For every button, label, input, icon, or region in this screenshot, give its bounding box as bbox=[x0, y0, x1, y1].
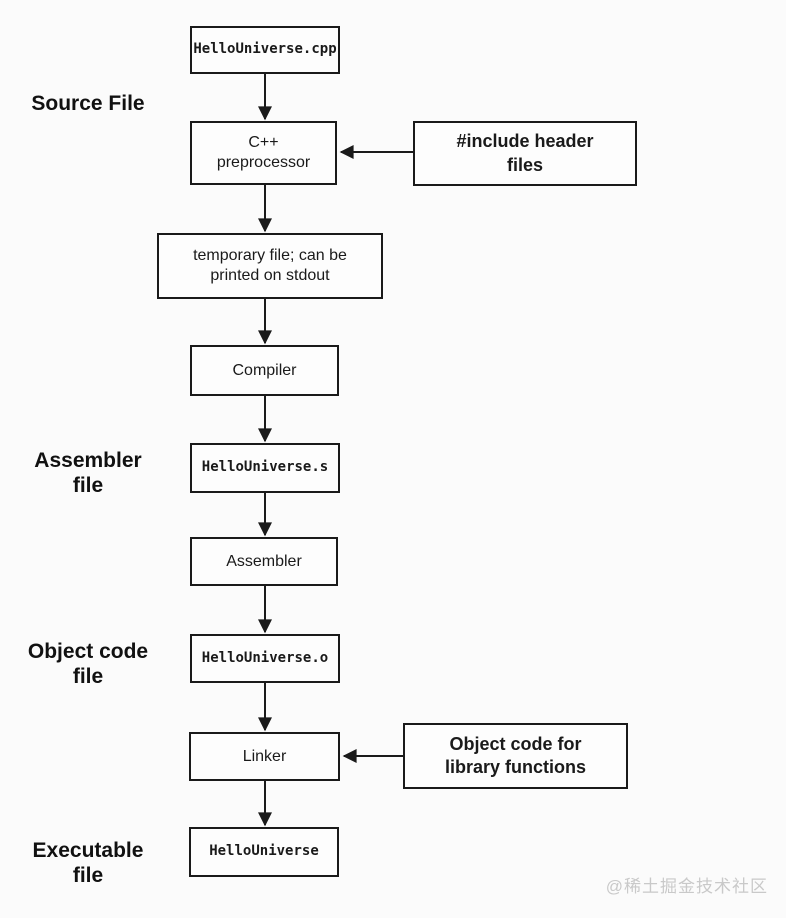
watermark-text: @稀土掘金技术社区 bbox=[605, 877, 768, 896]
node-source-cpp-file-label: HelloUniverse.cpp bbox=[193, 41, 337, 58]
node-include-headers-label: #include header files bbox=[456, 131, 594, 175]
node-linker-label: Linker bbox=[242, 747, 287, 765]
stage-label-executable-file: Executable file bbox=[32, 839, 144, 887]
node-compiler-label: Compiler bbox=[232, 361, 297, 379]
node-cpp-preprocessor: C++ preprocessor bbox=[190, 121, 337, 185]
node-temporary-file: temporary file; can be printed on stdout bbox=[157, 233, 383, 299]
node-cpp-preprocessor-label: C++ preprocessor bbox=[216, 134, 311, 171]
stage-label-object-code-file: Object code file bbox=[27, 640, 149, 688]
node-linker: Linker bbox=[189, 732, 340, 781]
node-library-object-code-label: Object code for library functions bbox=[444, 733, 587, 777]
stage-label-assembler-file: Assembler file bbox=[34, 449, 142, 497]
node-include-headers: #include header files bbox=[413, 121, 637, 186]
node-object-file: HelloUniverse.o bbox=[190, 634, 340, 683]
stage-label-source-file: Source File bbox=[31, 92, 145, 115]
node-assembler-label: Assembler bbox=[226, 552, 302, 570]
node-assembly-file-label: HelloUniverse.s bbox=[201, 459, 329, 476]
node-source-cpp-file: HelloUniverse.cpp bbox=[190, 26, 340, 74]
node-library-object-code: Object code for library functions bbox=[403, 723, 628, 789]
node-compiler: Compiler bbox=[190, 345, 339, 396]
node-object-file-label: HelloUniverse.o bbox=[201, 649, 329, 666]
node-temporary-file-label: temporary file; can be printed on stdout bbox=[193, 247, 347, 284]
node-executable-label: HelloUniverse bbox=[209, 843, 319, 860]
node-assembler: Assembler bbox=[190, 537, 338, 586]
node-assembly-file: HelloUniverse.s bbox=[190, 443, 340, 493]
node-executable: HelloUniverse bbox=[189, 827, 339, 877]
